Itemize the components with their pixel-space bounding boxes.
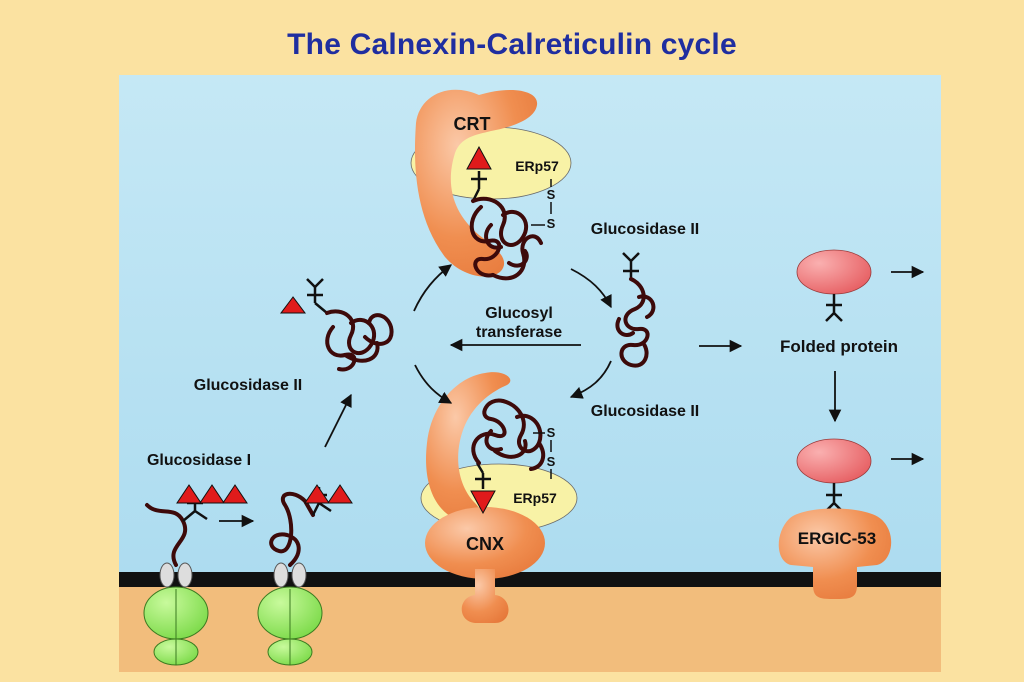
s-bottom-1: S: [547, 425, 556, 440]
protein-coil-cnx: [471, 398, 546, 471]
glucose-1c: [222, 484, 248, 504]
arrow-right-to-cnx: [569, 360, 612, 399]
s-top-2: S: [547, 216, 556, 231]
ribosome-2-pore-right: [291, 562, 307, 588]
ergic53-complex: ERGIC-53: [778, 438, 892, 599]
cnx-label: CNX: [466, 534, 504, 554]
cytosol: [119, 587, 941, 672]
folded-protein: Folded protein: [780, 249, 898, 356]
arrow-up-from-ribosome: [324, 393, 352, 448]
nascent-chain-1: [145, 503, 188, 567]
arrows: [219, 264, 925, 528]
glucose-triangle-left: [280, 296, 306, 314]
cnx-complex: S S ERp57 CNX: [420, 372, 578, 623]
glucosidase-ii-top-right-label: Glucosidase II: [591, 221, 699, 238]
s-top-1: S: [547, 187, 556, 202]
ribosome-2: [257, 484, 353, 666]
glucose-2a: [304, 484, 330, 504]
arrow-to-crt: [413, 264, 453, 312]
ribosome-1-pore-right: [177, 562, 193, 588]
monoglucosylated-protein: [280, 278, 394, 372]
erp57-top-label: ERp57: [515, 158, 559, 174]
glycan-right: [622, 252, 640, 279]
glycan-left: [307, 287, 328, 314]
glucose-1a: [176, 484, 202, 504]
folded-protein-label: Folded protein: [780, 337, 898, 356]
ribosome-1: [143, 484, 248, 666]
ribosome-1-pore-left: [159, 562, 175, 588]
glucose-1b: [199, 484, 225, 504]
ergic-cargo-glycan: [825, 483, 843, 512]
calnexin-calreticulin-diagram: S S CRT ERp57 S S ERp57 CNX: [119, 75, 941, 672]
nascent-chain-2: [269, 491, 315, 567]
erp57-bottom-label: ERp57: [513, 490, 557, 506]
ergic-cargo-shape: [796, 438, 872, 484]
glucosyl-label: Glucosyl: [485, 305, 553, 322]
cnx-lectin-shape: [426, 372, 511, 523]
ribosome-2-pore-left: [273, 562, 289, 588]
crt-lectin-shape: [414, 89, 538, 277]
arrow-crt-to-right: [570, 268, 612, 309]
ergic53-shape: [778, 508, 892, 599]
protein-coil-crt: [469, 196, 543, 281]
page-title: The Calnexin-Calreticulin cycle: [287, 28, 737, 61]
arrow-left-to-cnx: [414, 364, 453, 404]
s-bottom-2: S: [547, 454, 556, 469]
glycan-left-branch: [306, 278, 324, 288]
deglucosylated-protein: [615, 252, 656, 368]
folded-protein-shape: [796, 249, 872, 295]
glucosidase-ii-bottom-right-label: Glucosidase II: [591, 403, 699, 420]
crt-label: CRT: [454, 114, 491, 134]
er-membrane: [119, 572, 941, 587]
protein-coil-right: [615, 277, 656, 368]
crt-complex: S S CRT ERp57: [410, 89, 572, 281]
glucose-triangle-cnx: [470, 490, 496, 515]
transferase-label: transferase: [476, 324, 562, 341]
glucose-2b: [327, 484, 353, 504]
glucosidase-i-label: Glucosidase I: [147, 452, 251, 469]
folded-protein-glycan: [825, 294, 843, 322]
cnx-lumenal-domain: [425, 507, 545, 579]
glucosidase-ii-left-label: Glucosidase II: [194, 377, 302, 394]
protein-coil-left: [325, 309, 394, 372]
glucose-triangle-crt: [466, 145, 492, 170]
cnx-transmembrane-stem: [461, 569, 509, 623]
ergic53-label: ERGIC-53: [798, 529, 876, 548]
